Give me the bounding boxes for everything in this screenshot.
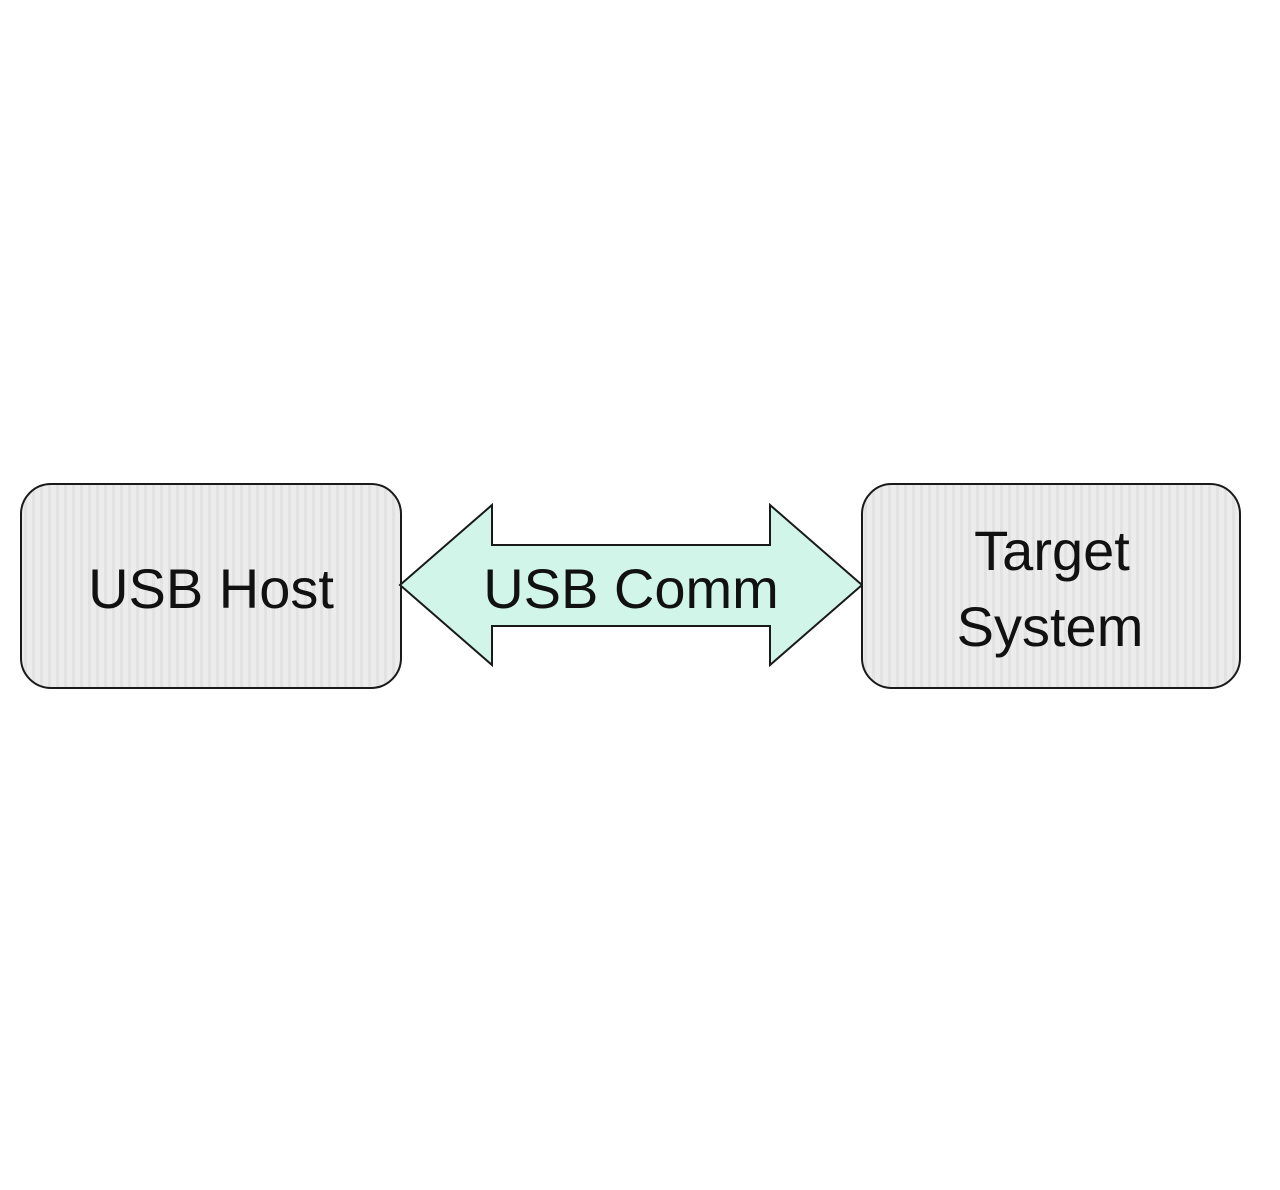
usb-host-label: USB Host <box>88 557 334 620</box>
target-system-node: Target System <box>861 483 1241 689</box>
target-system-label-line1: Target <box>974 519 1130 582</box>
usb-host-node: USB Host <box>20 483 402 689</box>
usb-comm-connection: USB Comm <box>398 502 864 668</box>
target-system-label-line2: System <box>957 595 1144 658</box>
target-system-box <box>861 483 1241 689</box>
usb-comm-label: USB Comm <box>483 557 779 620</box>
